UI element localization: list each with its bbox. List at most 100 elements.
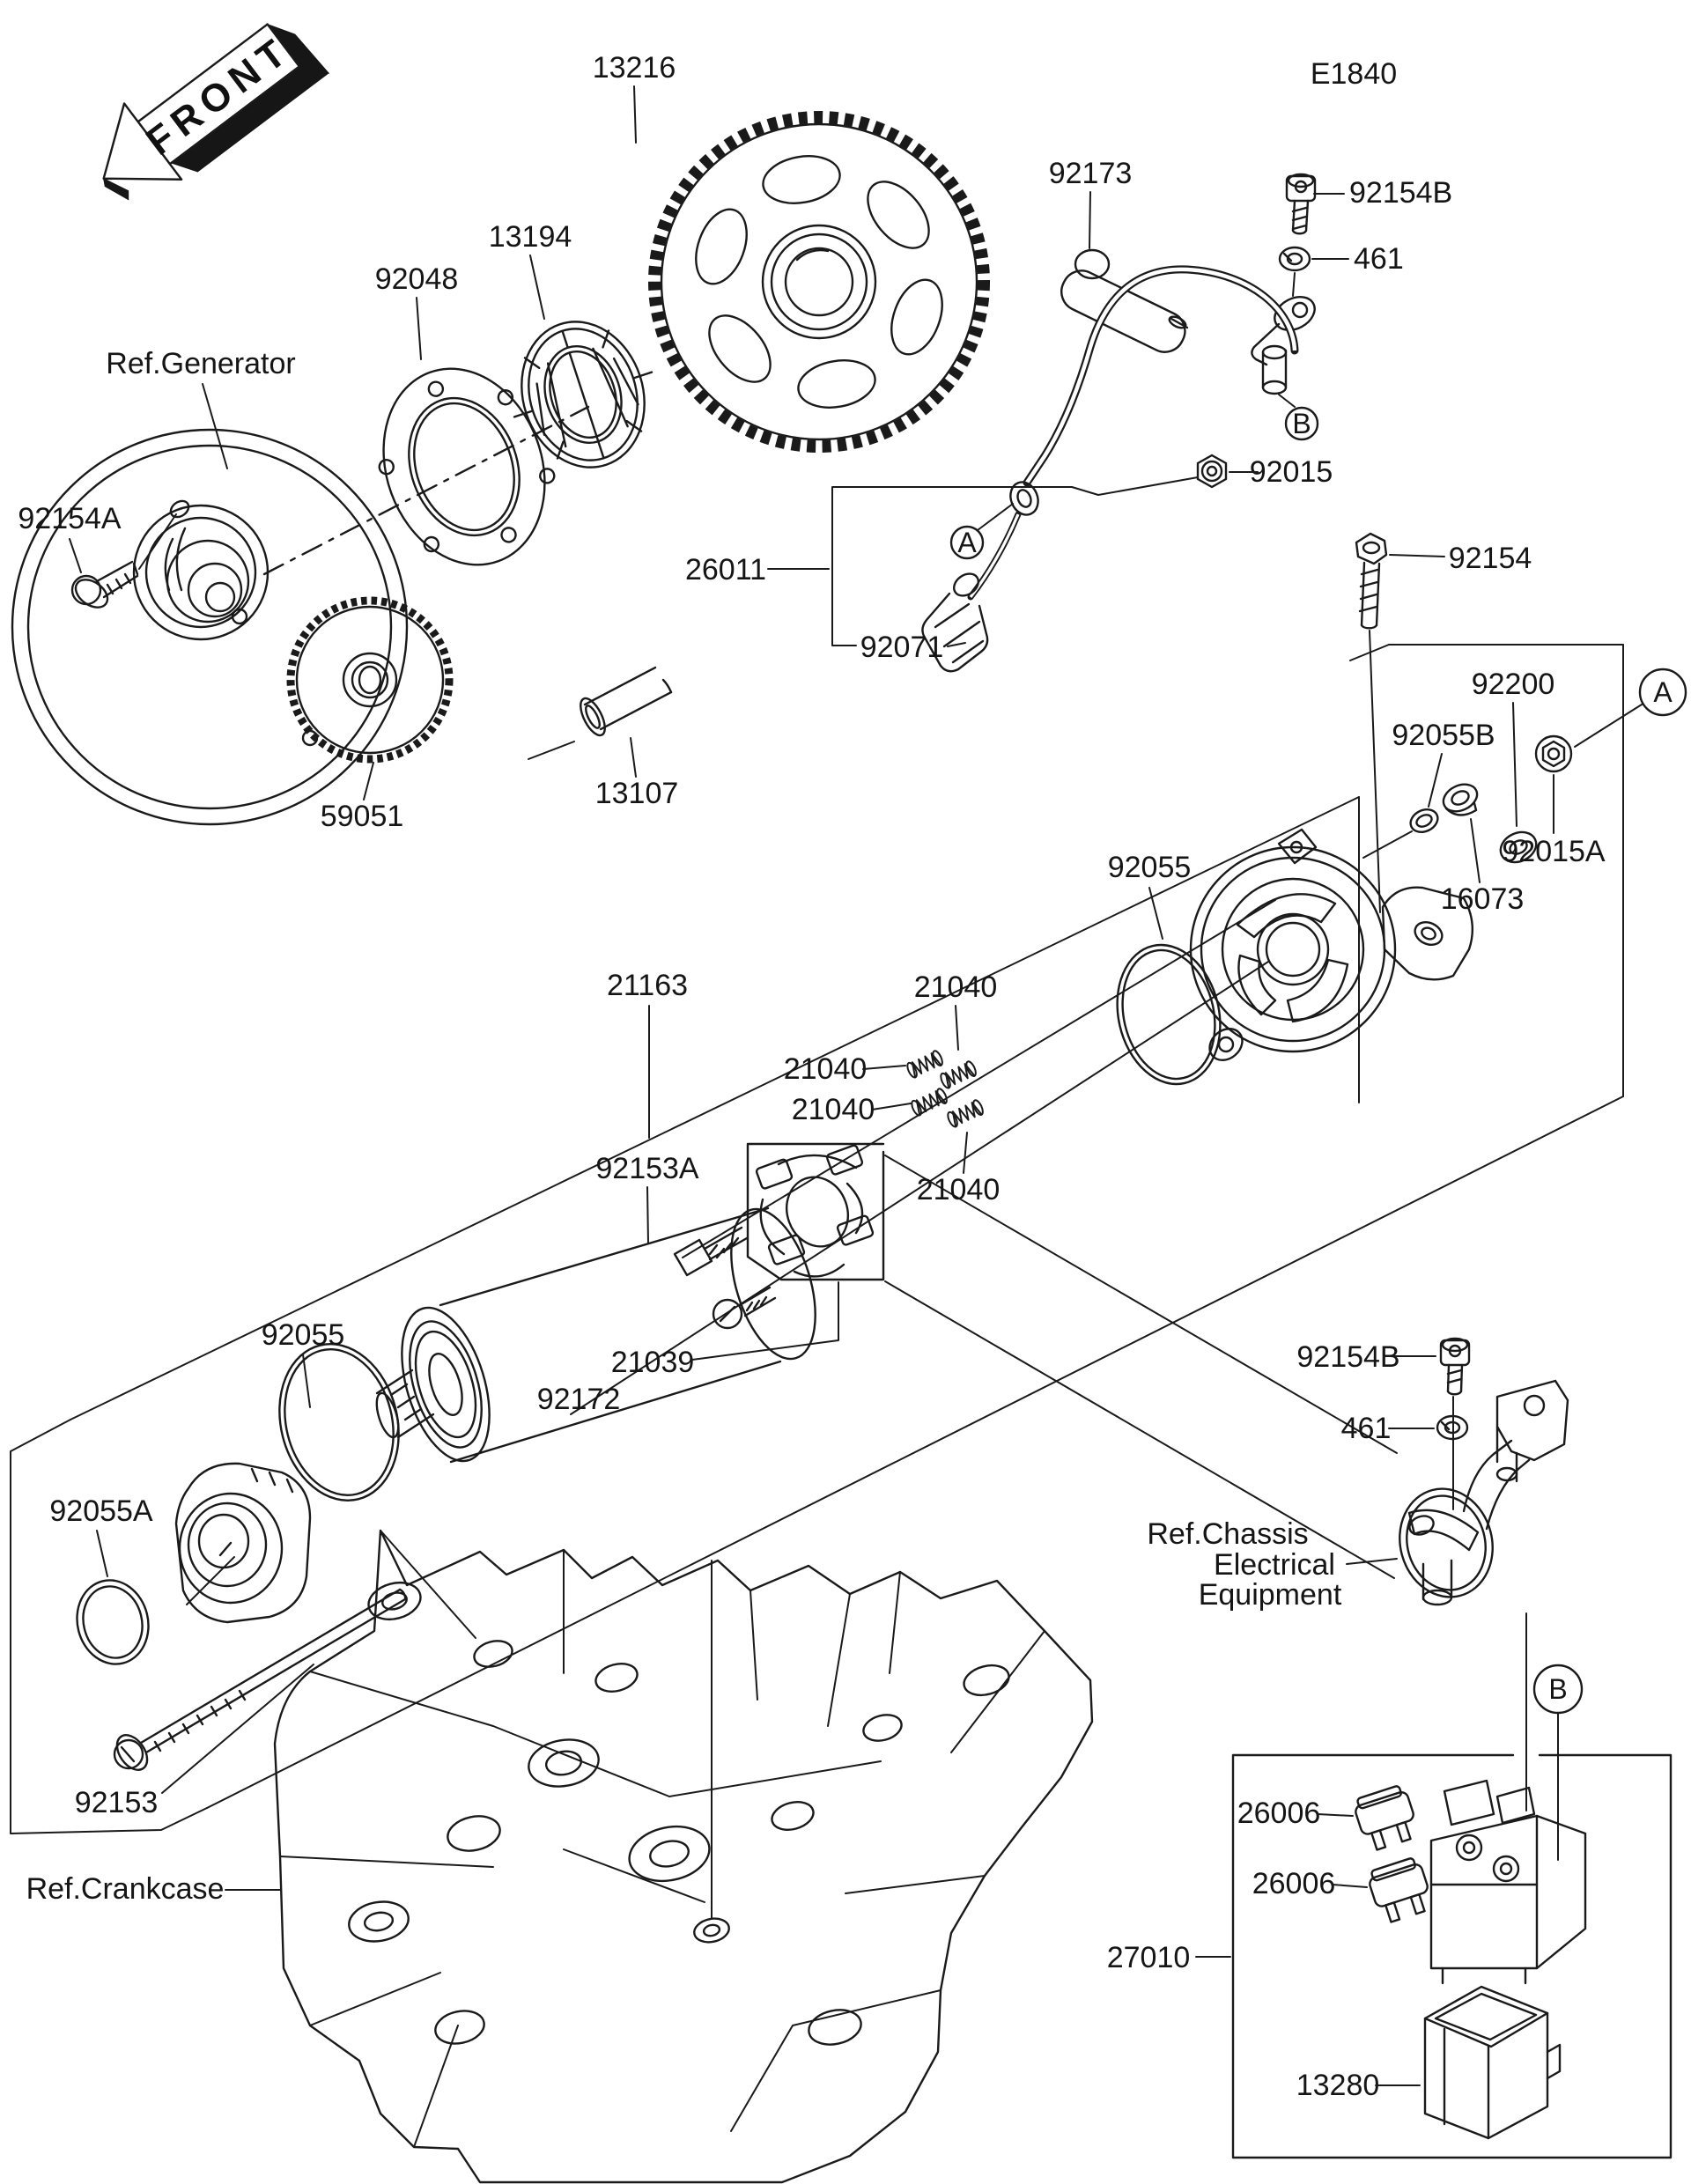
pin-leader: [631, 738, 636, 777]
fuse-26006-1-drawing: [1352, 1783, 1421, 1852]
brush-holder-leader: [692, 1282, 838, 1360]
pin-13107-drawing: [528, 668, 671, 759]
ref-chassis-label-1: Ref.Chassis: [1147, 1517, 1308, 1551]
svg-text:B: B: [1548, 1673, 1567, 1705]
part-label-92071: 92071: [860, 631, 944, 664]
screw-92154a-drawing: [70, 562, 137, 613]
band-92173-drawing: [1055, 250, 1192, 358]
part-label-92154: 92154: [1449, 542, 1532, 575]
starter-cable-26011-drawing: [922, 269, 1295, 671]
ref-chassis-label-2: Electrical: [1214, 1548, 1335, 1582]
part-label-21163: 21163: [607, 969, 688, 1002]
one-way-clutch-13194-drawing: [491, 302, 675, 487]
part-label-21040-4: 21040: [917, 1173, 1001, 1206]
svg-text:B: B: [1292, 408, 1311, 439]
part-label-21040-1: 21040: [914, 970, 998, 1004]
part-label-92153: 92153: [75, 1786, 159, 1819]
damper-16073-drawing: [1439, 779, 1481, 816]
part-label-26006-1: 26006: [1237, 1797, 1321, 1830]
cable-bracket-lines: [768, 477, 1198, 646]
bolt-92153-drawing: [111, 1590, 405, 1775]
idler-gear-leader: [364, 763, 373, 800]
washer-92200-drawing: [1495, 827, 1541, 868]
part-label-26006-2: 26006: [1252, 1867, 1336, 1900]
washer-92200-leader: [1513, 703, 1517, 826]
part-label-92015a: 92015A: [1502, 835, 1606, 868]
part-label-16073: 16073: [1441, 882, 1525, 916]
construction-lines: [11, 645, 1623, 1918]
part-label-92172: 92172: [537, 1383, 621, 1416]
oring-92055a-leader: [97, 1531, 107, 1576]
damper-leader: [1471, 819, 1480, 882]
part-label-92200: 92200: [1472, 668, 1555, 701]
brush-holder-21039-drawing: [748, 1144, 883, 1280]
part-label-92055b: 92055B: [1392, 719, 1495, 752]
relay-box-frame: [1233, 1755, 1671, 2158]
oring-92055-right-leader: [1149, 888, 1163, 939]
part-label-92154a: 92154A: [18, 502, 122, 535]
bolt-92154b-top-drawing: [1287, 174, 1315, 233]
ref-generator-label: Ref.Generator: [106, 347, 295, 380]
part-label-21040-2: 21040: [784, 1052, 868, 1086]
oring-92055a-drawing: [69, 1573, 158, 1672]
part-label-92055-left: 92055: [262, 1318, 345, 1352]
part-label-21040-3: 21040: [792, 1093, 875, 1126]
sprocket-13216-drawing: [654, 117, 984, 446]
bolt-92153a-leader: [647, 1187, 648, 1243]
screw-92172-drawing: [713, 1288, 775, 1328]
svg-text:A: A: [957, 527, 977, 558]
bolt-92154-leader: [1390, 555, 1444, 557]
part-label-92055a: 92055A: [49, 1494, 153, 1528]
front-cover-drawing: [176, 1464, 310, 1622]
part-label-13280: 13280: [1296, 2069, 1380, 2102]
fuse-26006-2-drawing: [1366, 1856, 1435, 1924]
end-cap-housing-drawing: [1191, 830, 1473, 1066]
page-code: E1840: [1311, 57, 1397, 91]
oring-92055b-leaders: [1363, 754, 1442, 858]
washer-461-bottom-drawing: [1437, 1416, 1467, 1439]
screw-92154a-leaders: [70, 514, 176, 572]
part-label-27010: 27010: [1107, 1941, 1191, 1974]
oring-92055-left-leader: [303, 1354, 310, 1407]
ref-chassis-label-3: Equipment: [1199, 1578, 1342, 1612]
oring-92055-right-drawing: [1104, 934, 1233, 1095]
relay-27010-drawing: [1431, 1781, 1585, 1983]
cover-plate-92048-drawing: [354, 344, 575, 588]
part-label-13194: 13194: [489, 220, 572, 254]
part-label-92154b-top: 92154B: [1349, 176, 1452, 210]
part-label-92055-right: 92055: [1108, 851, 1192, 884]
part-label-13107: 13107: [595, 777, 679, 810]
ground-eyelet-bracket-drawing: [1388, 1381, 1568, 1607]
part-label-21039: 21039: [611, 1346, 695, 1379]
part-label-92173: 92173: [1049, 157, 1133, 190]
oring-92055b-drawing: [1407, 805, 1441, 836]
detail-marker-a-right: A: [1575, 669, 1686, 747]
connector-13280-drawing: [1425, 1987, 1560, 2138]
spring-leaders: [863, 1006, 967, 1173]
nut-92015a-drawing: [1536, 736, 1571, 771]
nut-92015-drawing: [1198, 455, 1226, 487]
part-label-92153a: 92153A: [595, 1152, 699, 1185]
part-label-92048: 92048: [375, 262, 459, 296]
clutch-leader: [530, 255, 544, 319]
part-label-59051: 59051: [321, 800, 404, 833]
fuse-leaders: [1318, 1814, 1367, 1887]
cable-link-arm-drawing: [1252, 273, 1320, 394]
svg-text:A: A: [1653, 676, 1673, 708]
part-label-26011: 26011: [685, 553, 766, 587]
detail-marker-b-top: B: [1279, 395, 1318, 439]
bolt-92154b-bottom-drawing: [1441, 1339, 1469, 1509]
front-direction-arrow: FRONT: [72, 0, 329, 221]
generator-flywheel-drawing: [12, 407, 588, 824]
part-label-13216: 13216: [593, 51, 676, 85]
bolt-92153-leader: [162, 1664, 314, 1793]
crankcase-drawing: [275, 1531, 1092, 2182]
bolt-92153a-drawing: [675, 1228, 747, 1275]
cover-plate-leader: [417, 298, 421, 359]
part-label-461-bottom: 461: [1341, 1412, 1392, 1445]
idler-gear-59051-drawing: [291, 601, 449, 759]
ref-crankcase-label: Ref.Crankcase: [26, 1872, 225, 1906]
part-label-461-top: 461: [1354, 242, 1404, 276]
